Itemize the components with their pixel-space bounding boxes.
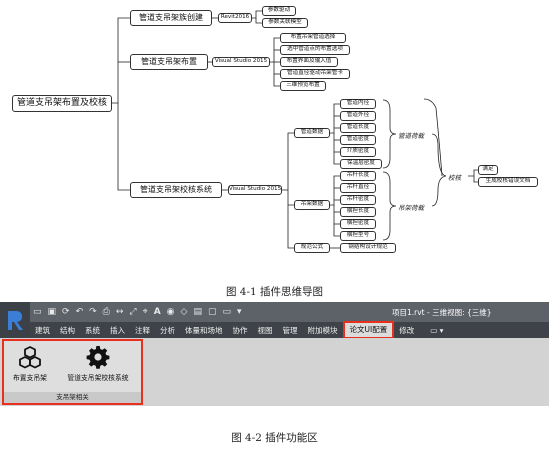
customize-icon[interactable]: ▾	[237, 307, 242, 317]
gear-icon	[86, 346, 110, 369]
group-hanger-data: 吊架数据	[294, 200, 330, 210]
tab-massing-site[interactable]: 体量和场地	[185, 325, 223, 335]
tool-vs-layout: Visual Studio 2015	[212, 57, 270, 67]
quick-access-toolbar: ▭ ▣ ⟳ ↶ ↷ ⎙ ↔ ⤢ ⌖ A ◉ ◇ ▤ ▢ ▭ ▾ 项目1.rvt …	[30, 302, 549, 322]
leaf-error-doc: 生成校核错误文档	[478, 177, 538, 187]
figure-caption-2: 图 4-2 插件功能区	[231, 432, 318, 444]
tool-revit: Revit2016	[218, 13, 252, 23]
leaf-pipe-2: 管道外径	[340, 111, 376, 121]
group-pipe-data: 管道数据	[294, 128, 330, 138]
tag-icon[interactable]: ⌖	[142, 307, 148, 317]
tab-thesis-ui[interactable]: 论文UI配置	[342, 320, 395, 339]
leaf-hanger-6: 横担型号	[340, 231, 376, 241]
leaf-hanger-4: 横担长度	[340, 207, 376, 217]
leaf-hanger-2: 吊杆直径	[340, 183, 376, 193]
leaf-layout-2: 选中管道点的布置选项	[280, 45, 350, 55]
close-hidden-icon[interactable]: ▢	[207, 307, 217, 317]
leaf-pipe-4: 管道密度	[340, 135, 376, 145]
tab-annotate[interactable]: 注释	[135, 325, 150, 335]
tab-view[interactable]: 视图	[257, 325, 273, 335]
tab-addins[interactable]: 附加模块	[307, 325, 338, 335]
tag-hanger-load: 吊架荷载	[398, 204, 424, 212]
tool-vs-check: Visual Studio 2015	[228, 185, 282, 195]
tab-collaborate[interactable]: 协作	[232, 325, 248, 335]
hanger-check-button[interactable]: 管道支吊架校核系统	[58, 345, 138, 382]
tab-analyze[interactable]: 分析	[160, 325, 175, 335]
leaf-pipe-5: 介质密度	[340, 147, 376, 157]
tab-manage[interactable]: 管理	[282, 325, 298, 335]
tab-systems[interactable]: 系统	[85, 325, 100, 335]
undo-icon[interactable]: ↶	[75, 307, 84, 317]
text-icon[interactable]: A	[153, 307, 161, 317]
leaf-steel-code: 钢结构设计规范	[340, 243, 396, 253]
dimension-icon[interactable]: ⤢	[129, 307, 137, 317]
tag-check: 校核	[448, 174, 461, 182]
leaf-pipe-6: 保温层密度	[340, 159, 382, 169]
layout-hanger-button[interactable]: 布置支吊架	[6, 345, 54, 382]
cubes-icon	[19, 346, 41, 369]
mindmap-root: 管道支吊架布置及校核	[12, 95, 112, 112]
leaf-pipe-3: 管道长度	[340, 123, 376, 133]
revit-ribbon: ▭ ▣ ⟳ ↶ ↷ ⎙ ↔ ⤢ ⌖ A ◉ ◇ ▤ ▢ ▭ ▾ 项目1.rvt …	[0, 302, 549, 412]
leaf-hanger-5: 横担密度	[340, 219, 376, 229]
leaf-layout-1: 布置吊架管道选择	[280, 33, 346, 43]
window-title: 项目1.rvt - 三维视图: {三维}	[392, 308, 492, 317]
leaf-layout-3: 布置界面及输入值	[280, 57, 338, 67]
measure-icon[interactable]: ↔	[115, 307, 124, 317]
save-icon[interactable]: ▣	[47, 307, 57, 317]
app-menu-button[interactable]	[0, 302, 30, 338]
3d-view-icon[interactable]: ◉	[166, 307, 175, 317]
ribbon-tabs: 建筑 结构 系统 插入 注释 分析 体量和场地 协作 视图 管理 附加模块 论文…	[30, 320, 549, 339]
panel-toggle-icon[interactable]: ▭ ▾	[430, 325, 444, 335]
mind-map: 管道支吊架布置及校核 管道支吊架族创建 Revit2016 参数驱动 参数关联模…	[12, 6, 538, 253]
leaf-satisfy: 满足	[478, 165, 498, 175]
leaf-hanger-3: 吊杆密度	[340, 195, 376, 205]
section-icon[interactable]: ◇	[180, 307, 188, 317]
tab-modify[interactable]: 修改	[399, 325, 415, 335]
branch-layout: 管道支吊架布置	[130, 54, 208, 70]
tab-insert[interactable]: 插入	[110, 325, 125, 335]
tab-structure[interactable]: 结构	[60, 325, 75, 335]
sync-icon[interactable]: ⟳	[62, 307, 70, 317]
layout-hanger-label: 布置支吊架	[13, 374, 47, 382]
branch-family-creation: 管道支吊架族创建	[130, 10, 212, 26]
figure-caption-1: 图 4-1 插件思维导图	[225, 286, 324, 298]
leaf-layout-5: 三维预览布置	[280, 81, 326, 91]
tab-architecture[interactable]: 建筑	[35, 325, 50, 335]
branch-check-system: 管道支吊架校核系统	[130, 182, 222, 198]
hanger-check-label: 管道支吊架校核系统	[67, 374, 129, 382]
open-icon[interactable]: ▭	[33, 307, 42, 317]
tag-pipe-load: 管道荷载	[398, 132, 424, 140]
leaf-param-model: 参数关联模型	[262, 18, 308, 28]
leaf-layout-4: 管道直径驱动吊架管卡	[280, 69, 350, 79]
leaf-hanger-1: 吊杆长度	[340, 171, 376, 181]
leaf-pipe-1: 管道内径	[340, 99, 376, 109]
thin-lines-icon[interactable]: ▤	[193, 307, 202, 317]
revit-logo-icon	[8, 311, 23, 330]
print-icon[interactable]: ⎙	[102, 307, 110, 317]
group-formula: 规范公式	[294, 243, 330, 253]
leaf-param-drive: 参数驱动	[262, 6, 296, 16]
panel-label: 支吊架相关	[4, 392, 141, 403]
switch-windows-icon[interactable]: ▭	[222, 307, 231, 317]
mind-map-connectors	[112, 10, 478, 249]
panel-support-hanger: 布置支吊架 管道支吊架校核系统 支吊架相关	[2, 339, 143, 405]
redo-icon[interactable]: ↷	[89, 307, 97, 317]
